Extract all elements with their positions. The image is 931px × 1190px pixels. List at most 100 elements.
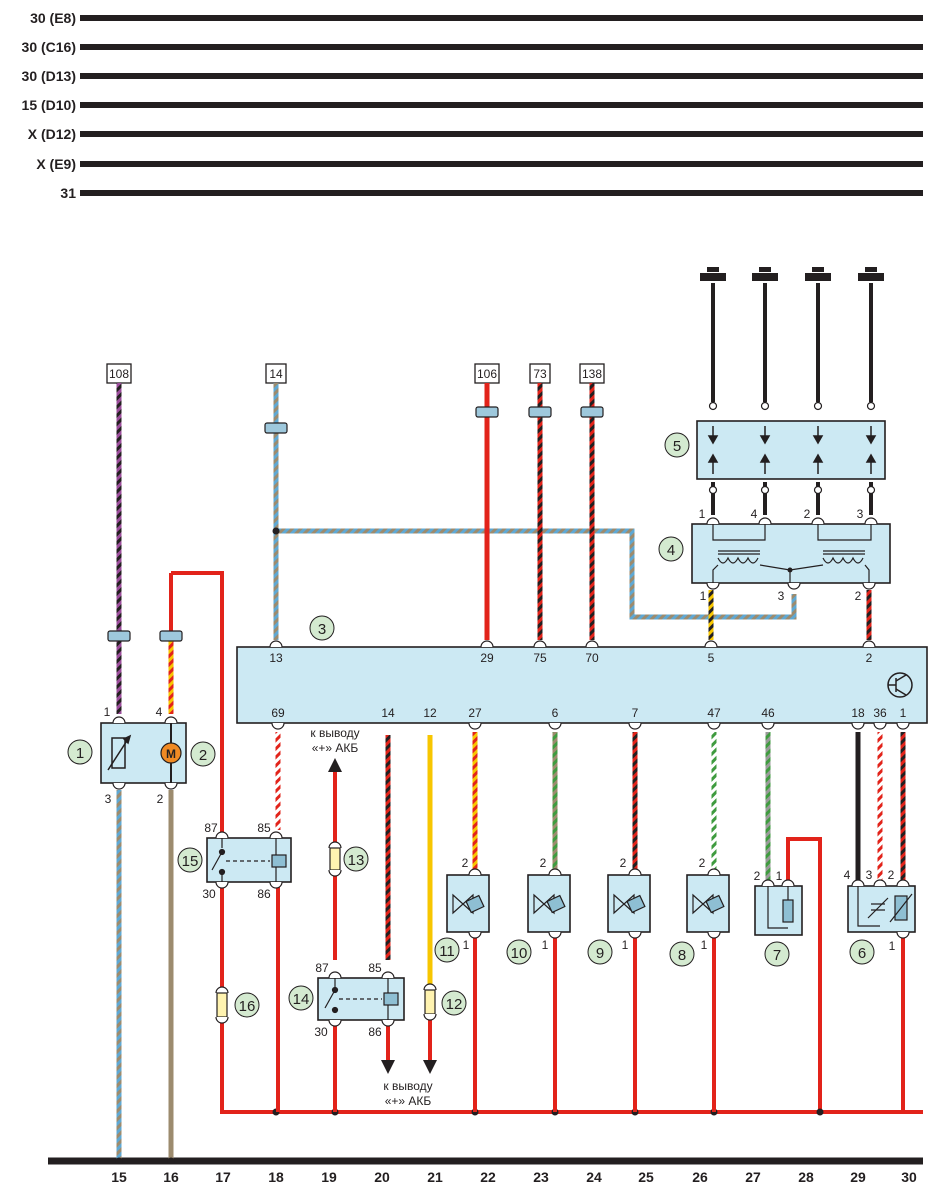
injector-11-pin-2: 2 xyxy=(462,856,469,870)
relay-14-internals xyxy=(324,978,399,1020)
callout-3 xyxy=(309,615,335,641)
callout-12 xyxy=(441,990,467,1016)
column-30: 30 xyxy=(901,1169,917,1185)
coil-junction xyxy=(787,567,793,573)
relay-14-pin-87: 87 xyxy=(315,961,329,975)
callout-13 xyxy=(343,846,369,872)
column-19: 19 xyxy=(321,1169,337,1185)
component-6-pin-2: 2 xyxy=(888,868,895,882)
relay-14-pin-86: 86 xyxy=(368,1025,382,1039)
ecu-pin-36: 36 xyxy=(873,706,887,720)
sensor-pin-1: 1 xyxy=(104,705,111,719)
battery-note-up-1: к выводу xyxy=(310,726,359,740)
tag-108: 108 xyxy=(109,367,129,381)
sensor-block-5 xyxy=(696,420,886,480)
callout-1-label: 1 xyxy=(76,745,84,762)
component-6-pin-3: 3 xyxy=(866,868,873,882)
fuse-13 xyxy=(328,841,342,877)
ecu-bottom-pin-caps xyxy=(271,722,910,730)
fuse-12 xyxy=(423,983,437,1021)
motor-letter: M xyxy=(166,747,176,761)
ecu-pin-70: 70 xyxy=(585,651,599,665)
injector-9-pin-2: 2 xyxy=(620,856,627,870)
bus-label-15-d10: 15 (D10) xyxy=(22,97,76,113)
column-29: 29 xyxy=(850,1169,866,1185)
column-24: 24 xyxy=(586,1169,602,1185)
ecu-top-pin-caps xyxy=(269,640,876,648)
ecu-pin-1: 1 xyxy=(900,706,907,720)
wires-sensor-top xyxy=(711,283,873,515)
column-16: 16 xyxy=(163,1169,179,1185)
component-7-pin-1: 1 xyxy=(776,869,783,883)
callout-4 xyxy=(658,536,684,562)
column-27: 27 xyxy=(745,1169,761,1185)
callout-16-label: 16 xyxy=(239,998,256,1015)
callout-11 xyxy=(434,937,460,963)
ecu-pin-29: 29 xyxy=(480,651,494,665)
callout-7 xyxy=(764,941,790,967)
injector-10-pin-1: 1 xyxy=(542,938,549,952)
callout-5 xyxy=(664,432,690,458)
relay-14-pins xyxy=(328,971,395,1027)
ecu-pin-18: 18 xyxy=(851,706,865,720)
column-numbers: 15 16 17 18 19 20 21 22 23 24 25 26 27 2… xyxy=(111,1169,917,1185)
ecu-pin-46: 46 xyxy=(761,706,775,720)
motor-pin-2: 2 xyxy=(157,792,164,806)
callout-2-label: 2 xyxy=(199,747,207,764)
relay-15-internals xyxy=(211,838,287,882)
relay-15-pin-86: 86 xyxy=(257,887,271,901)
callout-12-label: 12 xyxy=(446,996,463,1013)
ecu-pin-6: 6 xyxy=(552,706,559,720)
sensor-motor-pins xyxy=(112,716,178,790)
ecu-block-3 xyxy=(236,646,928,724)
callout-1 xyxy=(67,739,93,765)
column-25: 25 xyxy=(638,1169,654,1185)
callout-14 xyxy=(288,985,314,1011)
ecu-bottom-pins: 69 14 12 27 6 7 47 46 18 36 1 xyxy=(271,706,906,720)
injector-9 xyxy=(607,868,651,939)
tag-138: 138 xyxy=(582,367,602,381)
relay-15-pin-87: 87 xyxy=(204,821,218,835)
bus-label-x-d12: X (D12) xyxy=(28,126,76,142)
junction-dot xyxy=(272,527,280,535)
callout-13-label: 13 xyxy=(348,852,365,869)
callout-15-label: 15 xyxy=(182,853,199,870)
coil-pins xyxy=(706,517,878,590)
component-6 xyxy=(847,879,916,939)
column-20: 20 xyxy=(374,1169,390,1185)
bus-label-30-d13: 30 (D13) xyxy=(22,68,76,84)
tag-106: 106 xyxy=(477,367,497,381)
injector-8-pin-1: 1 xyxy=(701,938,708,952)
injector-11-pin-1: 1 xyxy=(463,938,470,952)
ecu-pin-5: 5 xyxy=(708,651,715,665)
fuse-16 xyxy=(215,986,229,1024)
pin-circles-top xyxy=(708,401,876,495)
callout-14-label: 14 xyxy=(293,991,310,1008)
ecu-top-pins: 13 29 75 70 5 2 xyxy=(269,651,872,665)
coil-pin-3-top: 3 xyxy=(857,507,864,521)
callout-5-label: 5 xyxy=(673,438,681,455)
column-18: 18 xyxy=(268,1169,284,1185)
tag-73: 73 xyxy=(533,367,547,381)
coil-pin-2-top: 2 xyxy=(804,507,811,521)
bus-label-x-e9: X (E9) xyxy=(36,156,76,172)
inline-connectors xyxy=(107,406,604,642)
column-21: 21 xyxy=(427,1169,443,1185)
coil-pin-2-bottom: 2 xyxy=(855,589,862,603)
ground-junctions xyxy=(115,1157,175,1165)
component-7-pin-2: 2 xyxy=(754,869,761,883)
bus-label-30-e8: 30 (E8) xyxy=(30,10,76,26)
coil-pin-1-top: 1 xyxy=(699,507,706,521)
tag-14: 14 xyxy=(269,367,283,381)
ecu-transistor-icon xyxy=(887,672,913,698)
callout-4-label: 4 xyxy=(667,542,675,559)
ecu-pin-2: 2 xyxy=(866,651,873,665)
motor-icon xyxy=(160,742,182,764)
component-6-pin-1: 1 xyxy=(889,939,896,953)
ecu-pin-7: 7 xyxy=(632,706,639,720)
battery-arrows xyxy=(328,758,437,1074)
coil-pin-1-bottom: 1 xyxy=(700,589,707,603)
callout-10 xyxy=(506,939,532,965)
callout-2 xyxy=(190,741,216,767)
